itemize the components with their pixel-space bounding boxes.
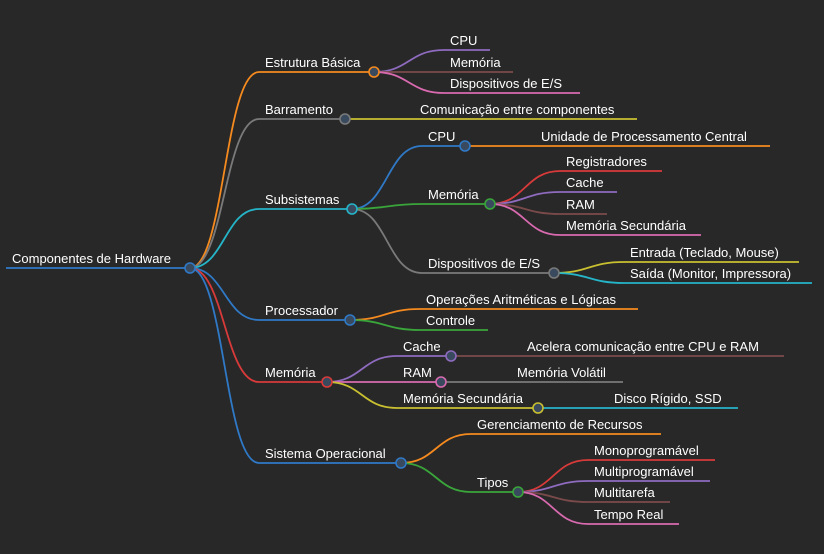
branch-node-dot[interactable] <box>339 113 351 125</box>
subtopic-link <box>349 308 421 321</box>
subtopic-link <box>373 49 445 73</box>
branch-link <box>189 267 260 321</box>
branch-node-dot[interactable] <box>395 457 407 469</box>
subtopic-label: Controle <box>426 313 475 328</box>
subtopic-link <box>400 462 472 493</box>
leaf-label: Registradores <box>566 154 647 169</box>
subtopic-link <box>326 381 398 409</box>
subtopic-label: CPU <box>450 33 477 48</box>
leaf-link <box>553 272 625 284</box>
root-label: Componentes de Hardware <box>12 251 171 266</box>
leaf-link <box>489 170 561 205</box>
subtopic-label: RAM <box>403 365 432 380</box>
subtopic-label: Comunicação entre componentes <box>420 102 615 117</box>
mindmap-links <box>6 49 812 525</box>
leaf-label: RAM <box>566 197 595 212</box>
leaf-label: Disco Rígido, SSD <box>614 391 722 406</box>
subtopic-label: Operações Aritméticas e Lógicas <box>426 292 617 307</box>
leaf-label: Tempo Real <box>594 507 663 522</box>
leaf-label: Multiprogramável <box>594 464 694 479</box>
leaf-link <box>517 491 589 525</box>
branch-link <box>189 267 260 464</box>
branch-label: Estrutura Básica <box>265 55 361 70</box>
subtopic-label: CPU <box>428 129 455 144</box>
subtopic-node-dot[interactable] <box>512 486 524 498</box>
subtopic-label: Memória <box>450 55 501 70</box>
leaf-label: Entrada (Teclado, Mouse) <box>630 245 779 260</box>
subtopic-node-dot[interactable] <box>445 350 457 362</box>
branch-node-dot[interactable] <box>344 314 356 326</box>
subtopic-label: Cache <box>403 339 441 354</box>
branch-node-dot[interactable] <box>346 203 358 215</box>
branch-label: Sistema Operacional <box>265 446 386 461</box>
subtopic-link <box>351 203 423 210</box>
leaf-label: Multitarefa <box>594 485 655 500</box>
branch-label: Memória <box>265 365 316 380</box>
branch-label: Subsistemas <box>265 192 340 207</box>
branch-label: Processador <box>265 303 339 318</box>
leaf-label: Cache <box>566 175 604 190</box>
subtopic-label: Tipos <box>477 475 509 490</box>
subtopic-link <box>373 71 445 94</box>
leaf-link <box>489 203 561 236</box>
subtopic-node-dot[interactable] <box>532 402 544 414</box>
leaf-link <box>553 261 625 274</box>
leaf-label: Memória Volátil <box>517 365 606 380</box>
leaf-label: Monoprogramável <box>594 443 699 458</box>
leaf-label: Acelera comunicação entre CPU e RAM <box>527 339 759 354</box>
leaf-label: Saída (Monitor, Impressora) <box>630 266 791 281</box>
subtopic-node-dot[interactable] <box>459 140 471 152</box>
subtopic-label: Memória Secundária <box>403 391 524 406</box>
root-node-dot[interactable] <box>184 262 196 274</box>
subtopic-link <box>326 355 398 383</box>
branch-link <box>189 208 260 269</box>
leaf-label: Unidade de Processamento Central <box>541 129 747 144</box>
subtopic-link <box>400 433 472 464</box>
subtopic-label: Dispositivos de E/S <box>428 256 540 271</box>
subtopic-node-dot[interactable] <box>435 376 447 388</box>
subtopic-link <box>351 145 423 210</box>
subtopic-node-dot[interactable] <box>484 198 496 210</box>
subtopic-label: Dispositivos de E/S <box>450 76 562 91</box>
subtopic-node-dot[interactable] <box>548 267 560 279</box>
branch-link <box>189 71 260 269</box>
subtopic-link <box>351 208 423 274</box>
branch-node-dot[interactable] <box>368 66 380 78</box>
branch-link <box>189 118 260 269</box>
subtopic-label: Gerenciamento de Recursos <box>477 417 643 432</box>
branch-link <box>189 267 260 383</box>
branch-node-dot[interactable] <box>321 376 333 388</box>
subtopic-label: Memória <box>428 187 479 202</box>
leaf-label: Memória Secundária <box>566 218 687 233</box>
branch-label: Barramento <box>265 102 333 117</box>
subtopic-link <box>349 319 421 331</box>
